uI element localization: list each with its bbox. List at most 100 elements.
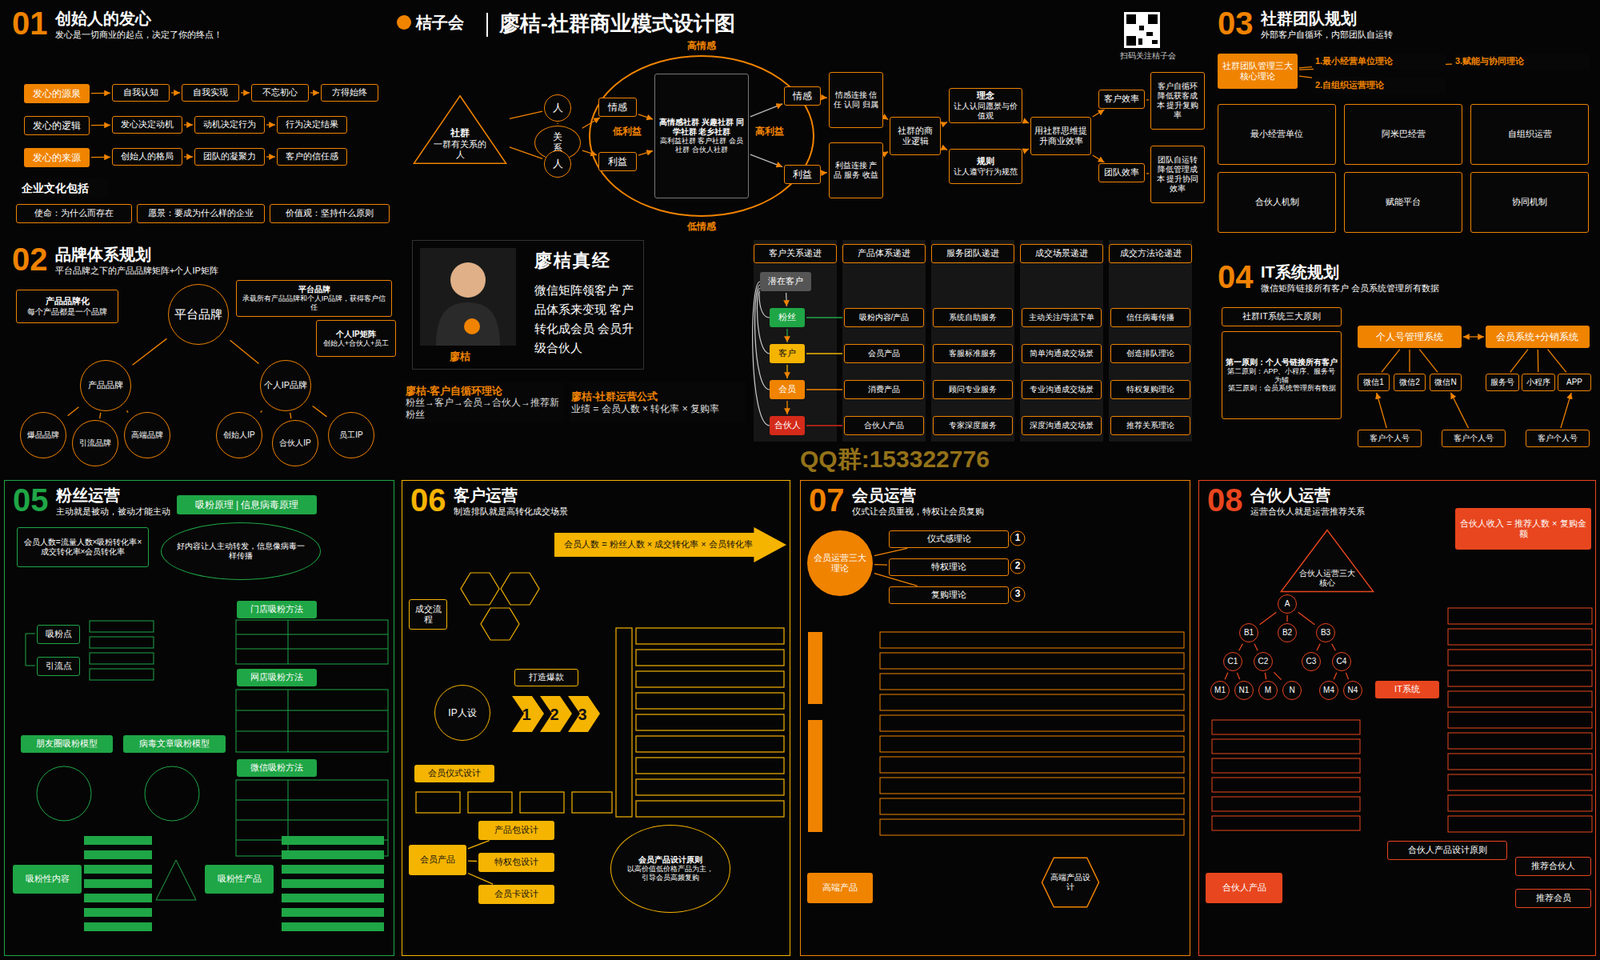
process-box: 产品品牌化每个产品都是一个品牌	[16, 289, 119, 324]
watermark: QQ群:153322776	[800, 444, 990, 474]
decor-circle	[464, 318, 480, 335]
connector	[942, 122, 948, 125]
process-box: 深度沟通成交场景	[1021, 416, 1102, 436]
decor-rect	[636, 671, 784, 688]
section-title: 社群团队规划	[1260, 8, 1357, 28]
node-text: 客户关系递进	[768, 248, 822, 259]
decor-polygon	[512, 696, 544, 732]
process-box: 微信N	[1429, 373, 1462, 392]
process-box: 专家深度服务	[932, 416, 1013, 436]
decor-polygon	[460, 572, 500, 605]
decor-rect	[931, 240, 1015, 442]
logo	[396, 12, 488, 37]
section-subtitle: 外部客户自循环，内部团队自运转	[1260, 29, 1393, 40]
process-box: 推荐关系理论	[1110, 416, 1191, 436]
node-text: 创造排队理论	[1126, 348, 1175, 359]
decor-rect	[1448, 691, 1592, 708]
decor-rect	[1146, 32, 1153, 36]
connector	[638, 151, 653, 156]
filled-box: 微信吸粉方法	[236, 759, 317, 777]
node-text: 简单沟通成交场景	[1029, 348, 1094, 359]
section-panel: 02品牌体系规划平台品牌之下的产品品牌矩阵+个人IP矩阵平台品牌产品品牌个人IP…	[4, 240, 400, 472]
decor-rect	[84, 908, 152, 917]
decor-path	[752, 281, 770, 426]
node-text: 会员运营三大理论	[810, 552, 870, 574]
process-box: 创始人的格局	[112, 148, 183, 166]
decor-line	[236, 634, 388, 636]
node-text: 病毒文章吸粉模型	[139, 738, 210, 749]
node-text: 个人号管理系统	[1376, 331, 1444, 343]
decor-line	[288, 620, 289, 664]
table-columns	[753, 240, 1192, 442]
process-box: 产品体系递进	[842, 244, 926, 264]
node-heading: 高情感社群 兴趣社群 同学社群 老乡社群	[658, 117, 745, 137]
node-text: 利益	[792, 168, 812, 180]
filled-box: 合伙人产品	[1205, 872, 1283, 904]
ellipse-node: 会员产品设计原则以高价值低价格产品为主，引导会员高频复购	[610, 824, 731, 913]
connector	[1146, 99, 1149, 100]
node-heading: 社群	[450, 127, 470, 139]
node-text: 每个产品都是一个品牌	[27, 307, 108, 317]
process-box: 会员人数=流量人数×吸粉转化率×成交转化率×会员转化率	[16, 527, 149, 568]
connector	[582, 117, 600, 128]
decor-rect	[880, 777, 1184, 794]
decor-polygon	[540, 696, 572, 732]
axis-label: 低利益	[612, 125, 642, 137]
node-text: 信任病毒传播	[1126, 312, 1175, 323]
node-text: 团队的凝聚力	[203, 151, 256, 162]
node-text: 2.自组织运营理论	[1315, 80, 1384, 91]
node-text: 合伙人IP	[279, 438, 311, 448]
process-box: 第一原则：个人号链接所有客户第二原则：APP、小程序、服务号为辅第三原则：会员系…	[1221, 331, 1342, 420]
connector	[806, 316, 843, 318]
decor-rect	[1148, 14, 1158, 24]
connectors	[68, 64, 1572, 884]
portrait-panel: 廖桔真经微信矩阵领客户 产品体系来变现 客户转化成会员 会员升级合伙人	[412, 240, 644, 370]
node-text: 客户自循环 降低获客成本 提升复购率	[1154, 81, 1201, 120]
node-text: 行为决定结果	[285, 119, 339, 130]
node-text: B1	[1244, 628, 1254, 638]
node-text: 会员人数 = 粉丝人数 × 成交转化率 × 会员转化率	[564, 539, 753, 550]
text-block: 廖桔-社群运营公式业绩 = 会员人数 × 转化率 × 复购率	[569, 382, 746, 423]
node-text: 微信N	[1434, 377, 1456, 388]
decor-rect	[1126, 36, 1136, 46]
decor-rect	[281, 922, 384, 932]
circle-node: 人	[544, 150, 572, 178]
connector	[132, 338, 168, 365]
section-title: 创始人的发心	[55, 8, 152, 28]
circle-node: 产品品牌	[80, 360, 132, 412]
circle-node: 高端品牌	[124, 412, 171, 459]
decor-rect	[416, 792, 460, 813]
decor-rect	[753, 240, 837, 442]
callout-number: 3	[574, 704, 591, 724]
connector	[806, 352, 843, 354]
node-text: C4	[1336, 656, 1348, 667]
filled-box: 会员系统+分销系统	[1485, 325, 1590, 348]
node-text: 产品体系递进	[857, 248, 911, 259]
filled-box: 合伙人收入 = 推荐人数 × 复购金额	[1455, 508, 1592, 550]
decor-rect	[84, 836, 152, 845]
node-text: 系统自助服务	[948, 312, 997, 323]
decor-rect	[1126, 14, 1136, 24]
connector	[91, 92, 111, 95]
decor-rect	[1448, 608, 1592, 624]
shape-polygon	[1041, 857, 1099, 907]
process-box: 动机决定行为	[194, 116, 265, 134]
circle-node: 创始人IP	[216, 412, 263, 459]
process-box: 团队的凝聚力	[194, 148, 265, 166]
process-box: 客户关系递进	[753, 244, 837, 264]
filled-box: 客户	[769, 344, 805, 364]
circle-node: 人	[544, 94, 572, 122]
process-box: 客户个人号	[1357, 429, 1422, 448]
process-box: 合伙人产品	[844, 416, 924, 436]
process-box: 合伙人机制	[1217, 172, 1336, 233]
decor-circle	[1010, 587, 1025, 602]
connector	[884, 117, 889, 120]
node-text: 业绩 = 会员人数 × 转化率 × 复购率	[571, 403, 720, 415]
process-box: 愿景：要成为什么样的企业	[136, 204, 265, 224]
node-text: C3	[1306, 656, 1317, 667]
decor-rect	[486, 12, 488, 37]
connector	[184, 156, 193, 157]
decor-polygon	[480, 608, 520, 640]
connector	[1286, 615, 1288, 622]
process-box: 客服标准服务	[932, 344, 1013, 364]
